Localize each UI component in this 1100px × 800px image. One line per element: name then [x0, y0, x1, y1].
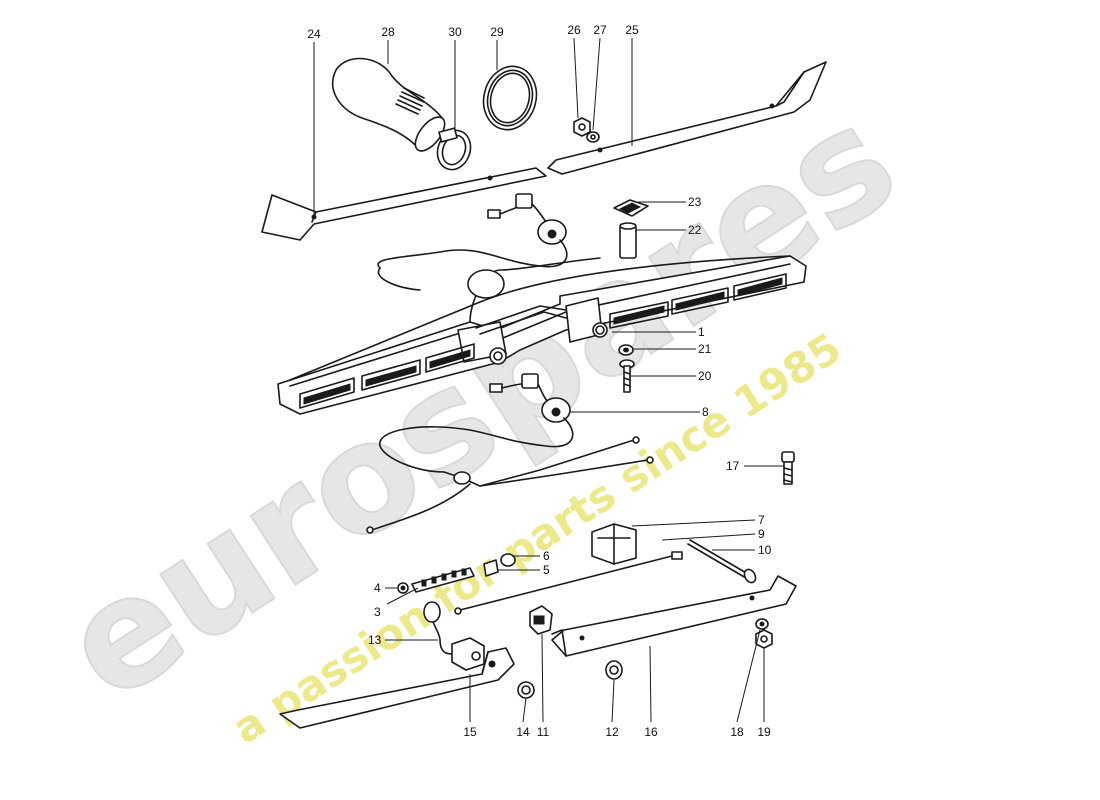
- callout-16: 16: [644, 725, 658, 739]
- callout-19: 19: [757, 725, 771, 739]
- clip-23: [613, 199, 649, 217]
- trim-strip-lower-right: [551, 575, 797, 657]
- watermark-brand: eurospares: [35, 73, 925, 735]
- lower-lamp-cable: [366, 373, 654, 534]
- callout-20: 20: [698, 369, 712, 383]
- callout-23: 23: [688, 195, 702, 209]
- callout-1: 1: [698, 325, 705, 339]
- callout-18: 18: [730, 725, 744, 739]
- callout-22: 22: [688, 223, 702, 237]
- trim-strip-right: [547, 61, 827, 175]
- callout-17: 17: [726, 459, 740, 473]
- trim-strip-left: [261, 167, 547, 241]
- main-lamp-housing: [277, 255, 807, 415]
- callout-25: 25: [625, 23, 639, 37]
- switch-13: [423, 601, 485, 671]
- clip-5: [483, 559, 499, 577]
- leader-lines: [313, 37, 784, 723]
- callout-11: 11: [537, 725, 550, 739]
- callout-8: 8: [702, 405, 709, 419]
- lamp-14: [517, 681, 535, 699]
- spacer-22: [619, 222, 637, 259]
- callout-5: 5: [543, 563, 550, 577]
- callout-14: 14: [516, 725, 530, 739]
- callout-4: 4: [374, 581, 381, 595]
- nut-19: [755, 629, 773, 649]
- callout-27: 27: [593, 23, 607, 37]
- air-hose: [331, 57, 446, 152]
- callout-13: 13: [368, 633, 382, 647]
- lamp-12: [605, 660, 623, 680]
- callout-26: 26: [567, 23, 581, 37]
- grommet-4: [397, 582, 409, 594]
- lamp-strip-3: [411, 567, 475, 593]
- trim-strip-lower-left: [279, 647, 515, 729]
- bolt-20: [619, 359, 635, 393]
- rod-10: [687, 539, 757, 584]
- callout-3: 3: [374, 605, 381, 619]
- callout-30: 30: [448, 25, 462, 39]
- bracket-7: [591, 523, 637, 565]
- callout-10: 10: [758, 543, 772, 557]
- hose-clamp: [436, 127, 472, 171]
- callout-24: 24: [307, 27, 321, 41]
- callout-28: 28: [381, 25, 395, 39]
- plug-6: [500, 553, 516, 567]
- callout-labels: 24 28 30 29 26 27 25 23 22 1 21 20 8 17 …: [307, 23, 771, 739]
- washer-21: [618, 344, 634, 356]
- callout-29: 29: [490, 25, 504, 39]
- switch-11: [529, 605, 553, 635]
- washer-18: [755, 618, 769, 630]
- callout-21: 21: [698, 342, 712, 356]
- washer-27: [586, 131, 600, 143]
- bolt-17: [781, 451, 795, 485]
- callout-9: 9: [758, 527, 765, 541]
- nut-26: [573, 117, 591, 137]
- callout-15: 15: [463, 725, 477, 739]
- wire-9: [454, 551, 683, 615]
- sealing-ring: [482, 65, 538, 131]
- callout-12: 12: [605, 725, 619, 739]
- callout-7: 7: [758, 513, 765, 527]
- callout-6: 6: [543, 549, 550, 563]
